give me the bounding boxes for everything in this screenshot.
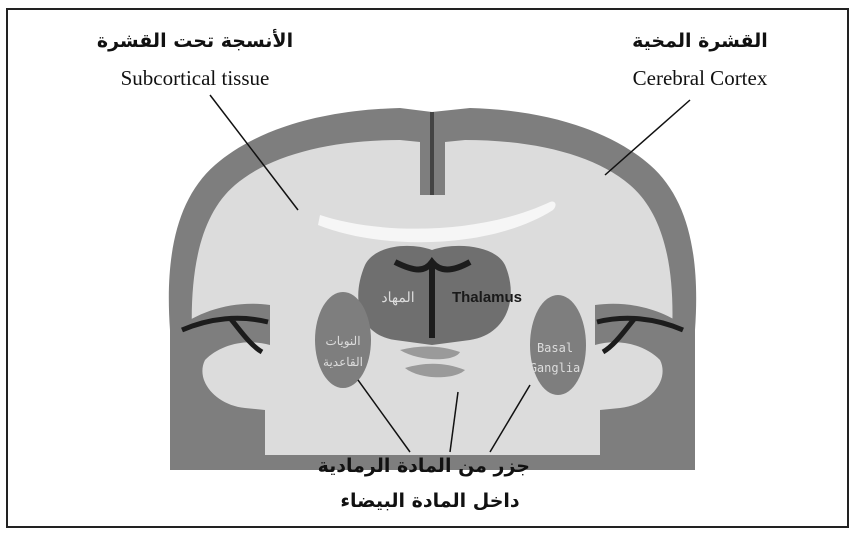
subcortical-label-en: Subcortical tissue <box>85 66 305 91</box>
subcortical-label-ar: الأنسجة تحت القشرة <box>95 30 295 52</box>
basal-label-en-1: Basal <box>537 341 573 355</box>
thalamus-label-ar: المهاد <box>381 289 414 306</box>
basal-label-ar-1: النويات <box>325 334 360 348</box>
gray-islands-label-2: داخل المادة البيضاء <box>330 490 530 512</box>
gray-islands-label-1: جزر من المادة الرمادية <box>330 455 530 477</box>
basal-label-en-2: Ganglia <box>530 361 581 375</box>
basal-label-ar-2: القاعدية <box>323 355 363 369</box>
cortex-label-en: Cerebral Cortex <box>600 66 800 91</box>
cortex-label-ar: القشرة المخية <box>610 30 790 52</box>
thalamus-label-en: Thalamus <box>452 289 522 306</box>
